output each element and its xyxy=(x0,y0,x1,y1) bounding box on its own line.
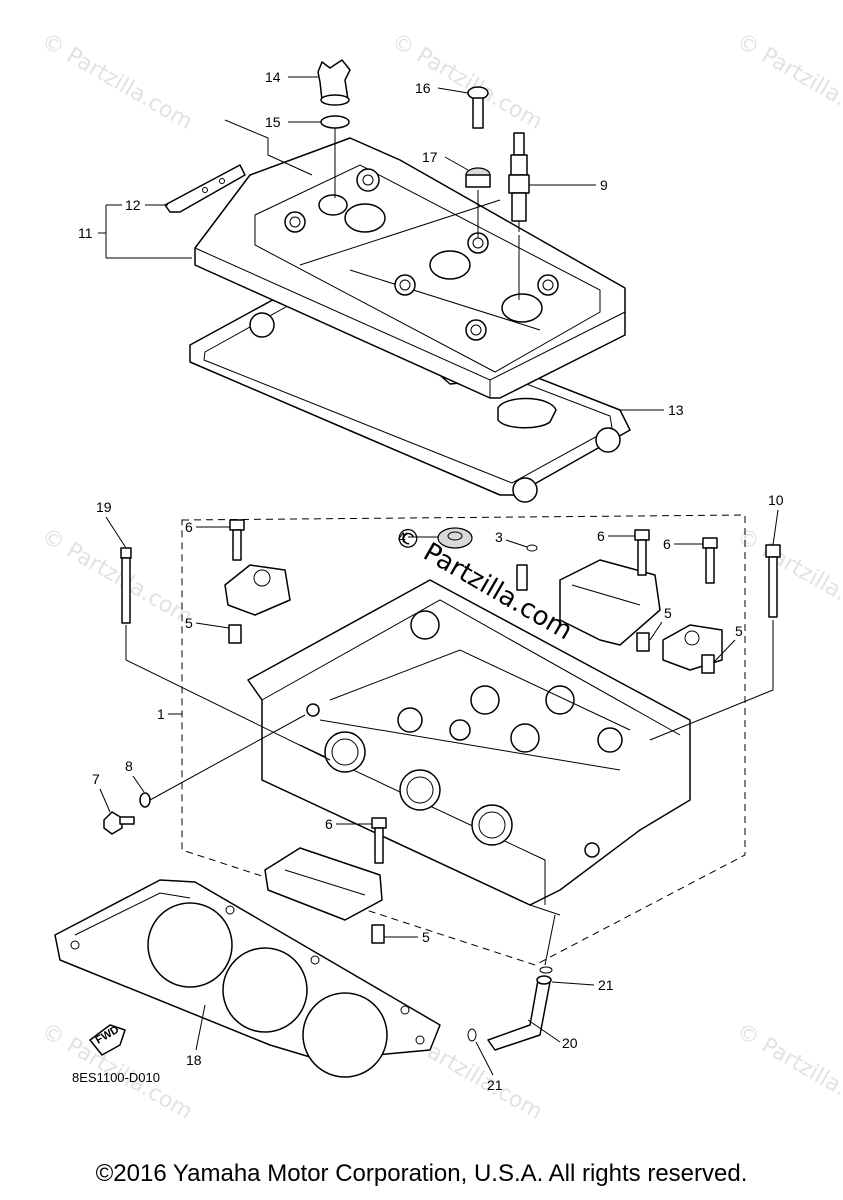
watermark: © Partzilla.com xyxy=(37,29,197,136)
cam-cap-left xyxy=(224,564,291,644)
cam-cap-right-1 xyxy=(559,559,661,652)
callout-20: 20 xyxy=(562,1035,578,1051)
callout-9: 9 xyxy=(600,177,608,193)
callout-11: 11 xyxy=(78,225,93,241)
callout-3: 3 xyxy=(495,529,503,545)
copyright-notice: ©2016 Yamaha Motor Corporation, U.S.A. A… xyxy=(95,1160,748,1187)
cam-cap-bottom xyxy=(264,847,385,944)
breather-hose xyxy=(467,904,561,1051)
grommet-4 xyxy=(437,527,473,549)
callout-7: 7 xyxy=(92,771,100,787)
callout-19: 19 xyxy=(96,499,112,515)
watermark: © Partzilla.com xyxy=(387,29,547,136)
cover-bolt xyxy=(465,86,491,238)
bracket-12 xyxy=(164,119,313,213)
leader-guide xyxy=(149,714,306,801)
callout-5c: 5 xyxy=(735,623,743,639)
cam-cap-right-2 xyxy=(662,624,723,674)
callout-18: 18 xyxy=(186,1052,202,1068)
callout-21b: 21 xyxy=(487,1077,503,1093)
washer-8 xyxy=(139,792,151,808)
callout-5a: 5 xyxy=(185,615,193,631)
assembly-boundary xyxy=(181,514,746,966)
diagram-code: 8ES1100-D010 xyxy=(72,1070,160,1085)
spark-plug xyxy=(508,132,530,300)
callout-13: 13 xyxy=(668,402,684,418)
callout-6d: 6 xyxy=(325,816,333,832)
callout-15: 15 xyxy=(265,114,281,130)
head-bolts xyxy=(120,544,781,761)
callout-6c: 6 xyxy=(663,536,671,552)
callout-10: 10 xyxy=(768,492,784,508)
valve-cover xyxy=(194,137,626,399)
watermark: © Partzilla.com xyxy=(732,524,843,631)
callout-21a: 21 xyxy=(598,977,614,993)
callout-14: 14 xyxy=(265,69,281,85)
callout-5b: 5 xyxy=(664,605,672,621)
watermark: © Partzilla.com xyxy=(732,29,843,136)
callouts: 14 15 16 17 9 12 11 13 19 10 6 4 3 6 6 5… xyxy=(78,69,784,1093)
head-gasket xyxy=(54,879,441,1078)
watermark: © Partzilla.com xyxy=(732,1019,843,1126)
callout-6b: 6 xyxy=(597,528,605,544)
parts-diagram: © Partzilla.com © Partzilla.com © Partzi… xyxy=(37,29,843,1126)
callout-4: 4 xyxy=(398,529,406,545)
callout-8: 8 xyxy=(125,758,133,774)
bolt-7 xyxy=(103,811,135,835)
watermark: © Partzilla.com xyxy=(37,524,197,631)
callout-16: 16 xyxy=(415,80,431,96)
callout-1: 1 xyxy=(157,706,165,722)
cap-bolts xyxy=(229,519,718,864)
callout-6a: 6 xyxy=(185,519,193,535)
fitting-3 xyxy=(516,544,538,591)
oil-filler-cap xyxy=(317,59,351,198)
callout-17: 17 xyxy=(422,149,438,165)
callout-12: 12 xyxy=(125,197,141,213)
callout-5d: 5 xyxy=(422,929,430,945)
